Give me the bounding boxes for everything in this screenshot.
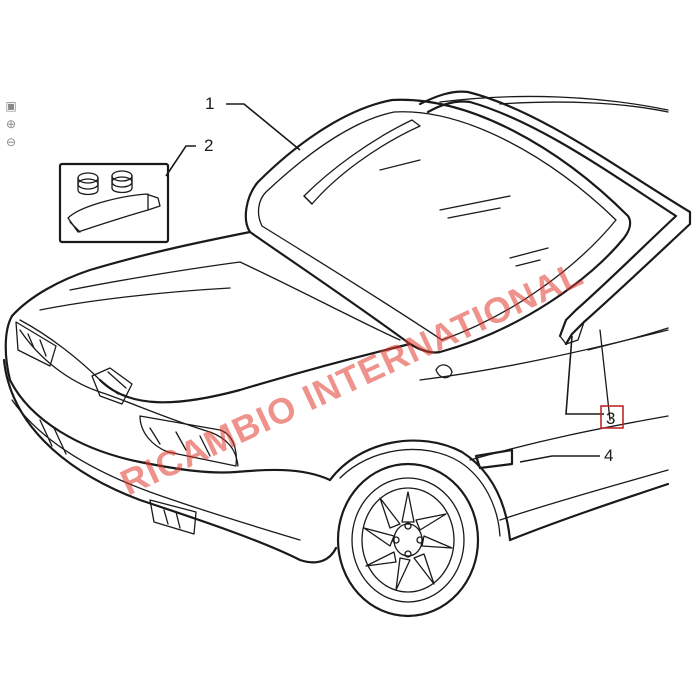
watermark: RICAMBIO INTERNATIONAL: [114, 253, 589, 504]
callout-3[interactable]: 3: [600, 405, 624, 429]
callout-1: 1: [205, 94, 214, 113]
adhesive-kit-box: [58, 162, 170, 244]
callout-3-highlight-box: [600, 405, 624, 429]
fit-to-page-icon[interactable]: ▣: [5, 99, 17, 113]
front-wheel: [336, 462, 480, 618]
callout-4: 4: [604, 446, 613, 465]
svg-text:2: 2: [204, 136, 213, 155]
car-body: [2, 95, 670, 564]
callout-2: 2: [204, 136, 213, 155]
windscreen-glass: [244, 98, 632, 354]
zoom-in-icon[interactable]: ⊕: [5, 117, 17, 131]
svg-text:3: 3: [606, 409, 615, 428]
svg-text:4: 4: [604, 446, 613, 465]
leader-lines: [165, 103, 604, 463]
svg-text:1: 1: [205, 94, 214, 113]
zoom-out-icon[interactable]: ⊖: [5, 135, 17, 149]
